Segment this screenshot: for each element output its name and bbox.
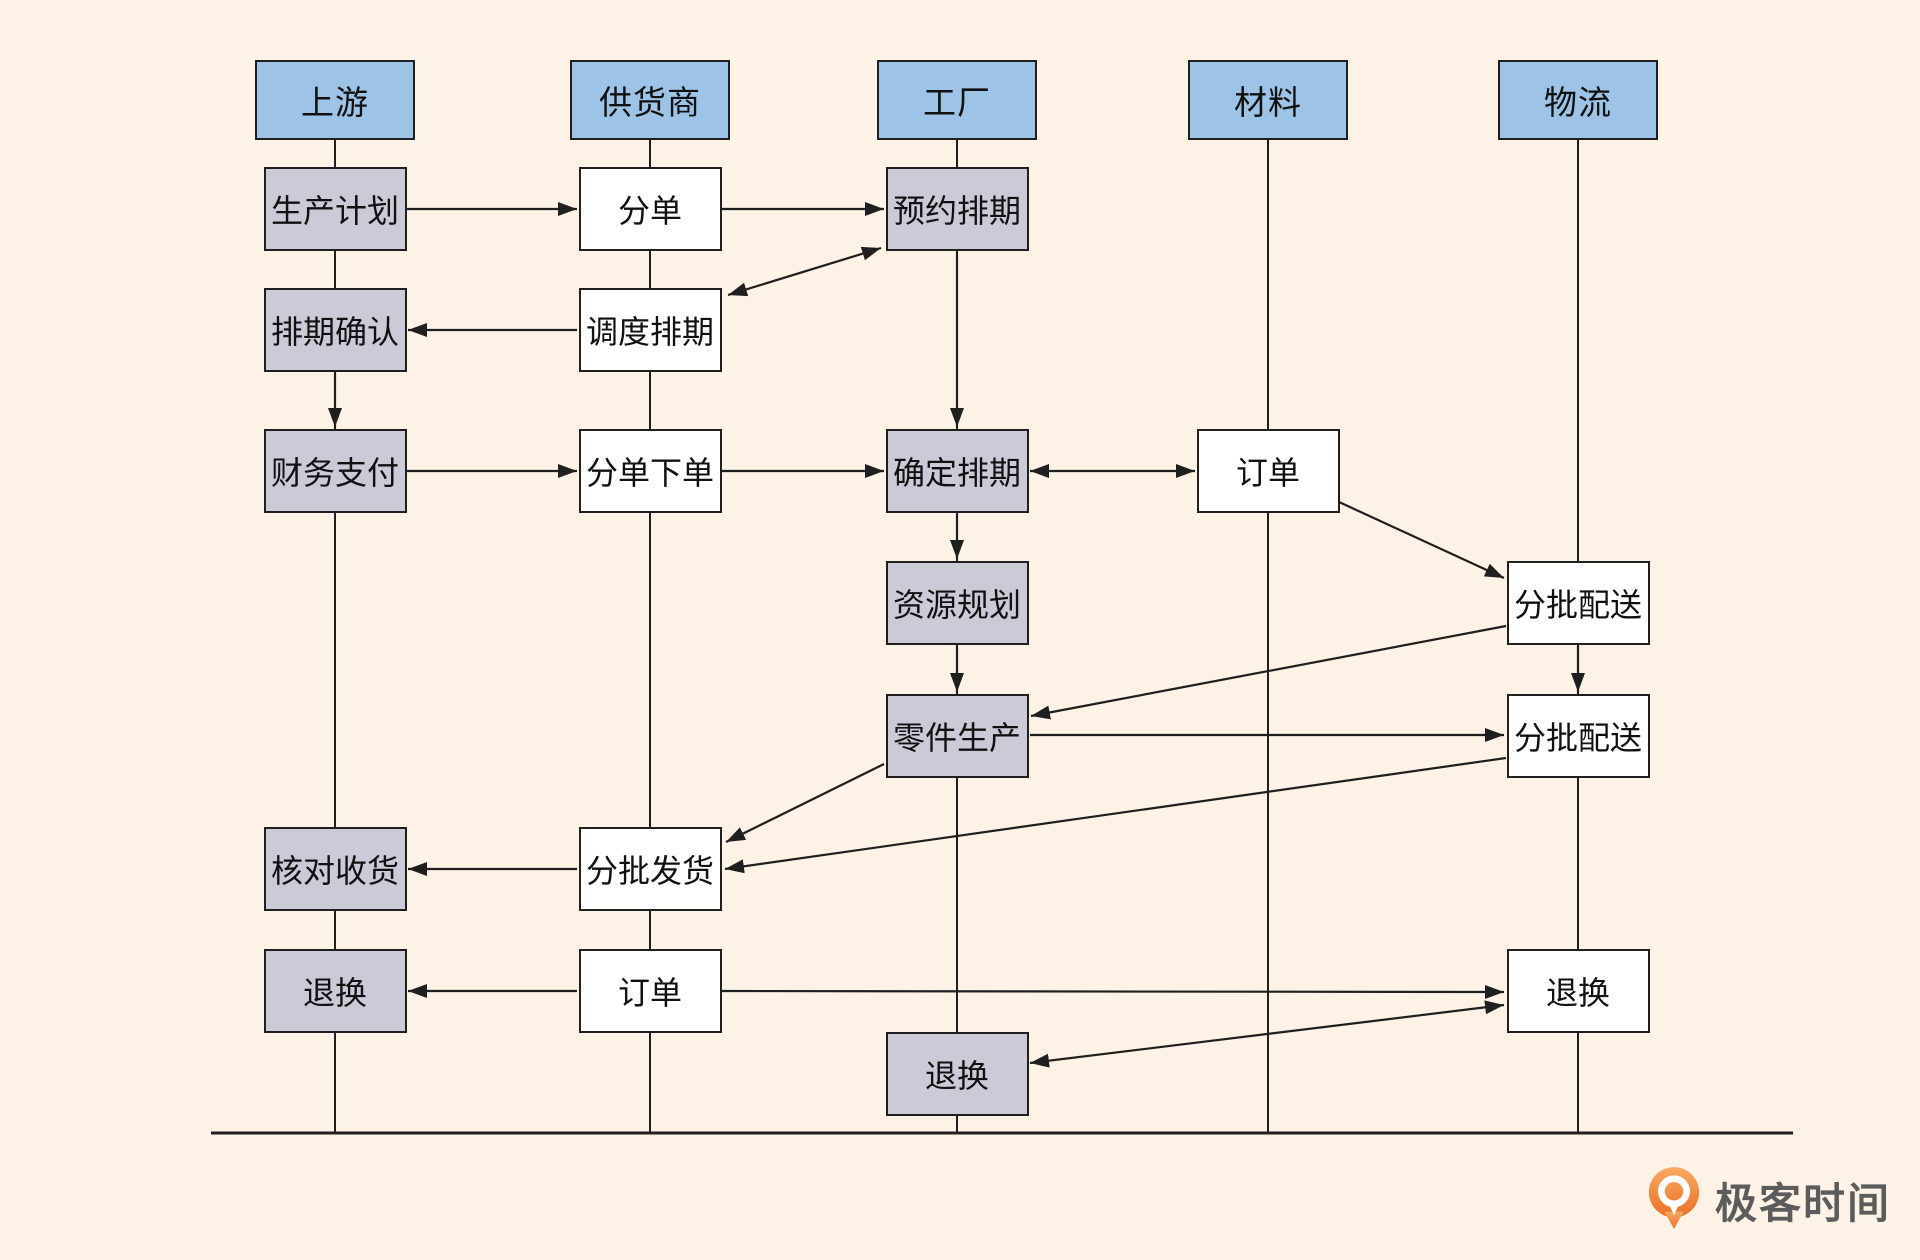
arrow-parts-production-to-batch-ship bbox=[725, 763, 885, 843]
arrow-batch-delivery-2-to-batch-ship bbox=[724, 756, 1507, 874]
lane-header-logistics: 物流 bbox=[1498, 60, 1658, 140]
lane-header-factory: 工厂 bbox=[877, 60, 1037, 140]
node-batch-ship: 分批发货 bbox=[578, 827, 722, 911]
arrow-dispatch-schedule-reserve-schedule bbox=[727, 246, 882, 297]
node-check-receipt: 核对收货 bbox=[263, 827, 407, 911]
node-resource-plan: 资源规划 bbox=[885, 561, 1029, 645]
node-confirm-schedule: 确定排期 bbox=[885, 429, 1029, 513]
node-material-order: 订单 bbox=[1196, 429, 1340, 513]
lane-header-material: 材料 bbox=[1188, 60, 1348, 140]
node-upstream-return: 退换 bbox=[263, 949, 407, 1033]
node-factory-return: 退换 bbox=[885, 1032, 1029, 1116]
lane-header-upstream: 上游 bbox=[255, 60, 415, 140]
node-finance-payment: 财务支付 bbox=[263, 429, 407, 513]
node-parts-production: 零件生产 bbox=[885, 694, 1029, 778]
node-split-order: 分单 bbox=[578, 167, 722, 251]
node-logistics-return: 退换 bbox=[1506, 949, 1650, 1033]
arrow-batch-delivery-1-to-parts-production bbox=[1030, 624, 1507, 720]
node-reserve-schedule: 预约排期 bbox=[885, 167, 1029, 251]
node-production-plan: 生产计划 bbox=[263, 167, 407, 251]
node-batch-delivery-1: 分批配送 bbox=[1506, 561, 1650, 645]
geektime-logo: 极客时间 bbox=[1645, 1165, 1891, 1235]
node-batch-delivery-2: 分批配送 bbox=[1506, 694, 1650, 778]
geektime-logo-icon bbox=[1648, 1167, 1700, 1229]
lane-header-supplier: 供货商 bbox=[570, 60, 730, 140]
arrow-material-order-to-batch-delivery-1 bbox=[1338, 501, 1505, 579]
geektime-logo-text: 极客时间 bbox=[1715, 1179, 1892, 1227]
arrow-factory-return-logistics-return bbox=[1029, 1000, 1505, 1068]
node-schedule-confirm: 排期确认 bbox=[263, 288, 407, 372]
node-dispatch-schedule: 调度排期 bbox=[578, 288, 722, 372]
arrow-supplier-order-to-logistics-return bbox=[721, 984, 1505, 999]
node-split-order-place: 分单下单 bbox=[578, 429, 722, 513]
node-supplier-order: 订单 bbox=[578, 949, 722, 1033]
